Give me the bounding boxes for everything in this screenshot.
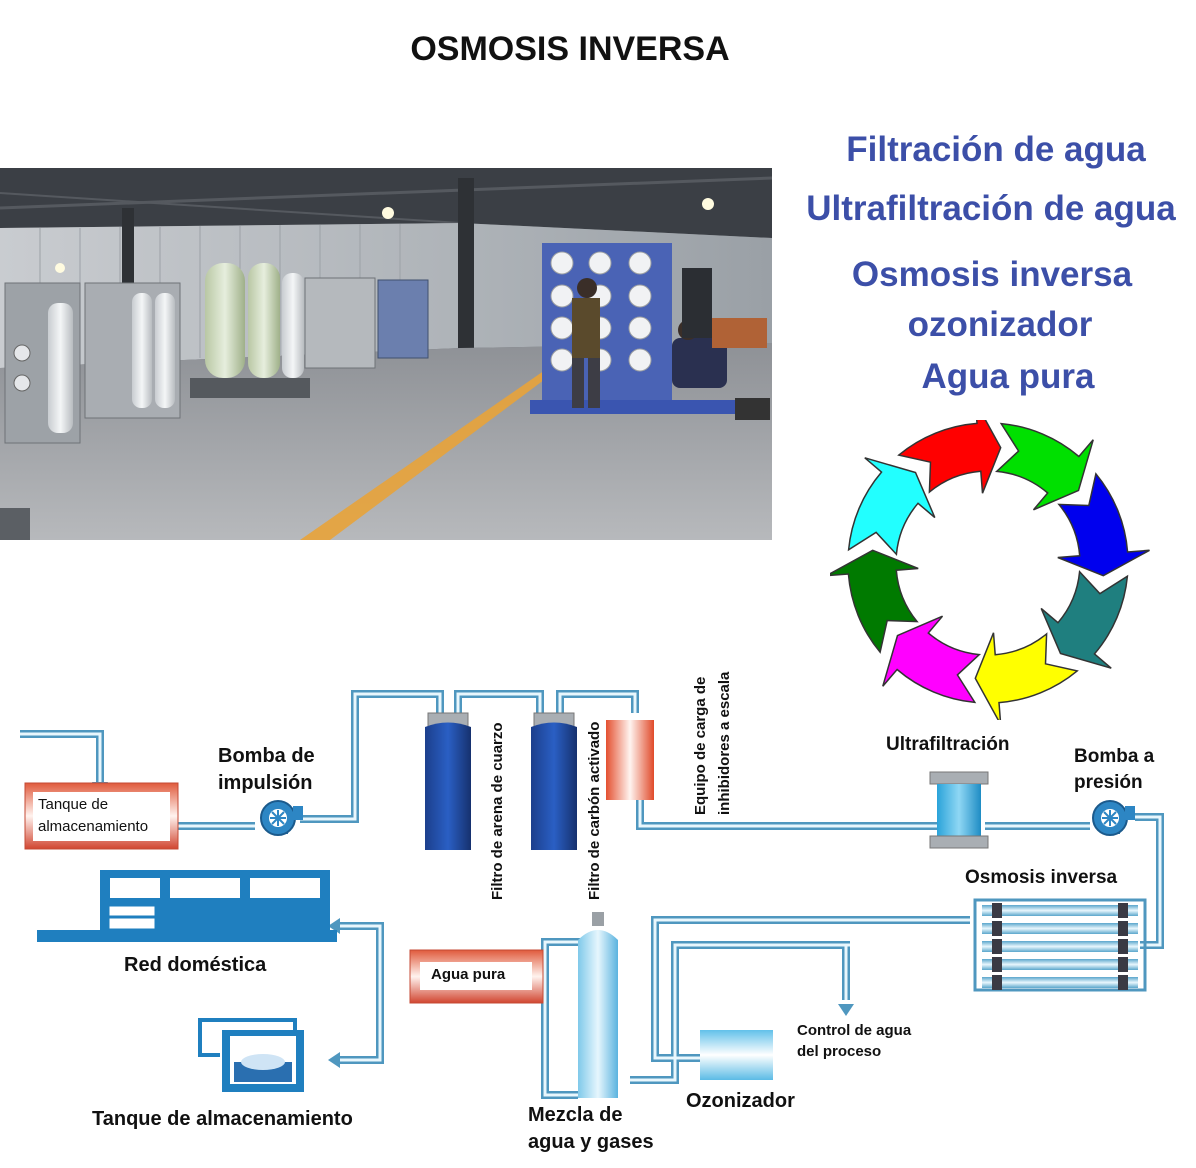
inhibitor-dosing-label-1: Equipo de carga de	[692, 640, 709, 815]
quartz-sand-filter-label: Filtro de arena de cuarzo	[489, 720, 506, 900]
inhibitor-dosing-label-2: inhibidores a escala	[716, 640, 733, 815]
pressure-pump-icon	[1093, 801, 1135, 835]
impulse-pump-label-1: Bomba de	[218, 743, 315, 770]
mixing-label-1: Mezcla de	[528, 1102, 622, 1129]
process-control-label-1: Control de agua	[797, 1020, 911, 1041]
process-control-label-2: del proceso	[797, 1041, 881, 1062]
pure-water-label: Agua pura	[431, 966, 505, 983]
top-storage-tank-label-1: Tanque de	[38, 795, 108, 815]
ozonizer-label: Ozonizador	[686, 1090, 795, 1113]
reverse-osmosis-label: Osmosis inversa	[965, 867, 1117, 889]
mixing-label-2: agua y gases	[528, 1129, 654, 1156]
domestic-network-label: Red doméstica	[124, 954, 266, 977]
activated-carbon-filter-label: Filtro de carbón activado	[586, 720, 603, 900]
impulse-pump-icon	[261, 801, 303, 835]
pressure-pump-label-2: presión	[1074, 770, 1143, 796]
bottom-storage-tank-label: Tanque de almacenamiento	[92, 1108, 353, 1131]
impulse-pump-label-2: impulsión	[218, 770, 312, 797]
top-storage-tank-label-2: almacenamiento	[38, 817, 148, 837]
ultrafiltration-label: Ultrafiltración	[886, 734, 1010, 756]
pressure-pump-label-1: Bomba a	[1074, 744, 1154, 770]
